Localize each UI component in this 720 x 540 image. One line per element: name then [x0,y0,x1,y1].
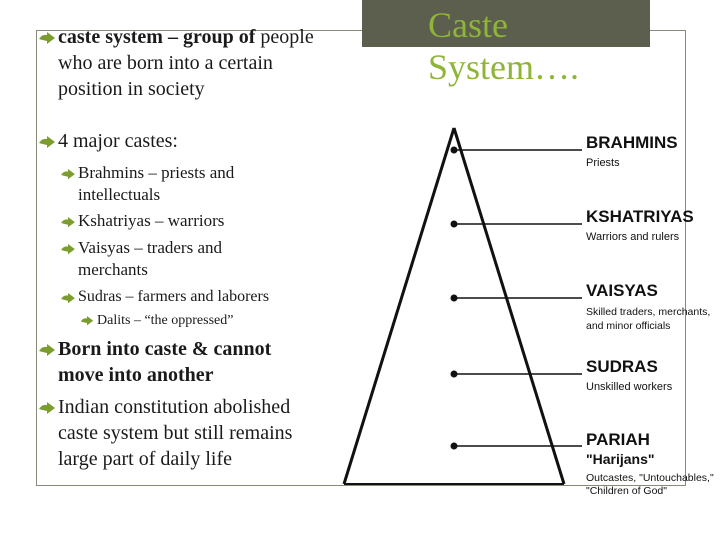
level-dot [450,146,458,154]
bullet-item: Sudras – farmers and laborers [60,286,330,311]
level-name: PARIAH [586,430,650,449]
level-dot [450,220,458,228]
arrow-bullet-icon [38,131,58,157]
level-desc: Warriors and rulers [586,231,680,243]
level-desc: Outcastes, "Untouchables," [586,472,714,484]
level-name: KSHATRIYAS [586,207,694,226]
bullet-item: Kshatriyas – warriors [60,210,330,235]
arrow-bullet-icon [38,397,58,423]
level-desc: Priests [586,157,620,169]
level-name: BRAHMINS [586,133,678,152]
slide-title: Caste System…. [428,5,580,87]
level-desc: and minor officials [586,320,670,332]
bullet-item: caste system – group of people who are b… [38,24,320,102]
slide-frame [36,30,686,486]
bullet-item: Indian constitution abolished caste syst… [38,394,328,472]
bullet-text: Indian constitution abolished caste syst… [58,396,293,470]
arrow-bullet-icon [60,289,78,311]
level-dot [450,442,458,450]
bullet-text: Dalits – “the oppressed” [97,313,234,328]
bullet-text: caste system – group of people who are b… [58,26,314,100]
level-dot [450,370,458,378]
level-desc: "Children of God" [586,485,667,497]
title-banner [362,0,650,47]
pyramid-outline [342,127,566,485]
level-name: SUDRAS [586,357,658,376]
bullet-text: Kshatriyas – warriors [78,211,225,230]
bullet-bold-text: caste system – group of [58,26,256,48]
level-subname: "Harijans" [586,451,655,467]
arrow-bullet-icon [80,315,97,333]
arrow-bullet-icon [38,339,58,365]
arrow-bullet-icon [60,213,78,235]
bullet-text: Sudras – farmers and laborers [78,288,270,305]
arrow-bullet-icon [38,27,58,53]
level-desc: Unskilled workers [586,381,673,393]
bullet-text: 4 major castes: [58,130,178,152]
bullet-item: Born into caste & cannot move into anoth… [38,336,328,388]
level-name: VAISYAS [586,281,658,300]
arrow-bullet-icon [60,165,78,187]
bullet-item: Brahmins – priests and intellectuals [60,162,320,206]
bullet-item: Vaisyas – traders and merchants [60,237,320,281]
bullet-text: Brahmins – priests and intellectuals [78,163,235,204]
bullet-text: Vaisyas – traders and merchants [78,238,222,279]
level-dot [450,294,458,302]
arrow-bullet-icon [60,240,78,262]
bullet-item: 4 major castes: [38,128,320,157]
bullet-item: Dalits – “the oppressed” [80,312,320,333]
bullet-text: Born into caste & cannot move into anoth… [58,338,272,386]
level-desc: Skilled traders, merchants, [586,306,710,318]
